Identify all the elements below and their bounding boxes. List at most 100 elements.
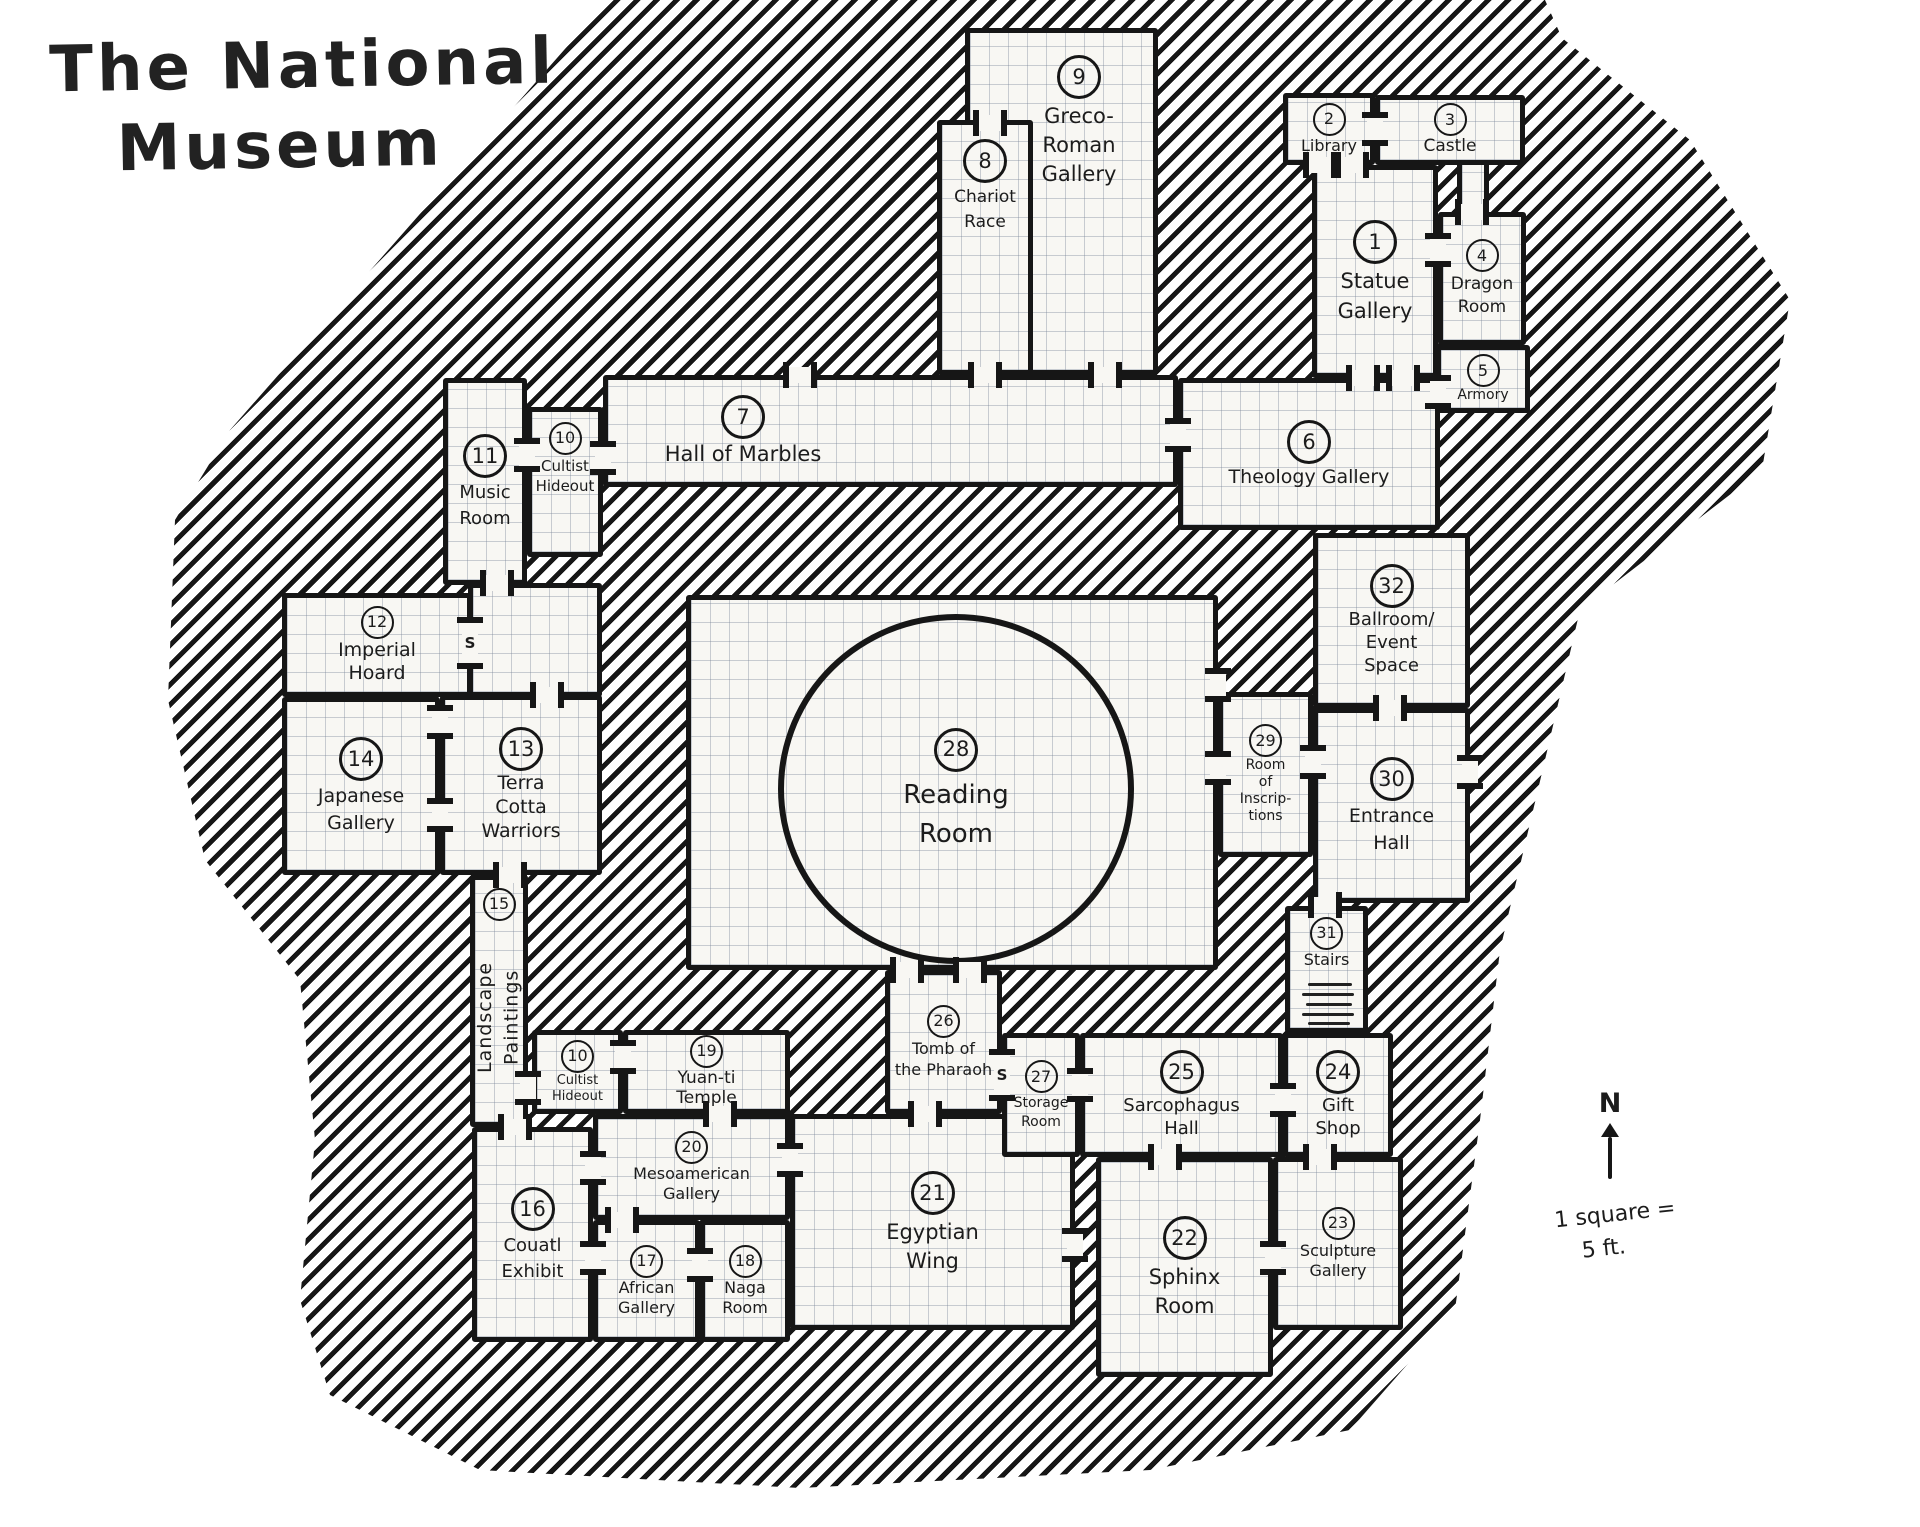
room-hall-of-marbles: 7 Hall of Marbles [603,375,1178,487]
room-label: 24 Gift Shop [1288,1038,1388,1152]
room-theology-gallery: 6 Theology Gallery [1178,378,1440,530]
door-marker [427,705,453,739]
room-number-badge: 17 [630,1245,663,1279]
door-marker [1260,1241,1286,1275]
door-marker [1303,1144,1337,1170]
room-label: 4 Dragon Room [1443,217,1521,340]
room-number-badge: 12 [360,605,394,639]
scale-line2: 5 ft. [1580,1234,1627,1264]
stair-step-line [1308,983,1352,986]
room-number-badge: 23 [1321,1206,1355,1240]
room-number-badge: 16 [510,1186,555,1231]
door-marker [498,1114,532,1140]
door-marker [687,1248,713,1282]
map-scale-note: 1 square = 5 ft. [1553,1192,1681,1270]
room-label: 25 Sarcophagus Hall [1085,1038,1278,1152]
room-number-badge: 24 [1316,1050,1360,1095]
door-marker [1148,1144,1182,1170]
door-marker [890,957,924,983]
door-marker [1308,892,1342,918]
room-stairs: 31 Stairs [1285,906,1368,1033]
title-line1: The National [48,24,557,108]
room-of-inscriptions: 29 Room of Inscrip- tions [1218,692,1313,857]
room-number-badge: 9 [1057,55,1101,99]
door-marker [605,1207,639,1233]
room-label: 17 African Gallery [598,1225,695,1337]
room-number-badge: 32 [1369,564,1414,609]
room-japanese-gallery: 14 Japanese Gallery [282,697,440,875]
compass-north: N [1580,1088,1640,1179]
room-number-badge: 20 [675,1131,708,1165]
door-marker [1300,745,1326,779]
room-label: 13 Terra Cotta Warriors [445,700,597,870]
stair-step-line [1306,1003,1352,1006]
room-label: 29 Room of Inscrip- tions [1223,697,1308,852]
reading-room-circle: 28 Reading Room [778,614,1134,964]
room-imperial-hoard: 12 Imperial Hoard [282,593,472,697]
room-number-badge: 11 [463,433,507,478]
room-ballroom-event-space: 32 Ballroom/ Event Space [1313,533,1470,708]
north-arrow-icon [1601,1123,1619,1137]
room-label: 26 Tomb of the Pharaoh [890,975,997,1109]
room-number-badge: 14 [339,737,383,782]
stair-step-line [1302,993,1354,996]
room-label: 2 Library [1288,98,1370,160]
door-marker [968,362,1002,388]
room-number-badge: 8 [963,139,1007,183]
room-library: 2 Library [1283,93,1375,165]
room-sphinx-room: 22 Sphinx Room [1096,1157,1273,1377]
room-sculpture-gallery: 23 Sculpture Gallery [1273,1157,1403,1330]
secret-door-label: S [996,1066,1008,1084]
room-number-badge: 2 [1312,102,1346,136]
door-marker [1088,362,1122,388]
door-marker [703,1101,737,1127]
room-label: 8 Chariot Race [942,125,1028,370]
room-label: 27 Storage Room [1007,1038,1075,1152]
room-number-badge: 31 [1310,917,1343,950]
room-dragon-room: 4 Dragon Room [1438,212,1526,345]
room-number-badge: 13 [499,727,543,772]
door-marker [480,570,514,596]
door-marker [1205,751,1231,785]
page-title: The National Museum [49,22,559,191]
door-marker [908,1101,942,1127]
secret-door-label: S [464,634,476,652]
room-label: 3 Castle [1380,100,1520,160]
room-label: 20 Mesoamerican Gallery [598,1119,785,1215]
room-number-badge: 4 [1465,239,1499,273]
room-number-badge: 15 [482,888,516,921]
room-number-badge: 28 [934,727,978,772]
room-number-badge: 22 [1162,1215,1207,1260]
door-marker [610,1040,636,1074]
room-label: 11 Music Room [448,383,522,580]
room-gift-shop: 24 Gift Shop [1283,1033,1393,1157]
room-label: 21 Egyptian Wing [795,1119,1070,1325]
room-number-badge: 26 [927,1005,960,1039]
room-label: 5 Armory [1441,350,1525,408]
room-number-badge: 6 [1287,419,1331,464]
door-marker [1303,152,1337,178]
room-number-badge: 29 [1249,724,1282,758]
door-marker [1067,1068,1093,1102]
room-label: 15 Landscape Paintings [474,880,523,1122]
title-line2: Museum [116,106,445,187]
room-label: 16 Couatl Exhibit [477,1132,588,1337]
room-number-badge: 19 [690,1035,723,1068]
door-marker [493,862,527,888]
door-marker [1457,755,1483,789]
secret-door-marker: S [457,617,483,669]
room-terra-cotta-warriors: 13 Terra Cotta Warriors [440,695,602,875]
door-marker [1425,375,1451,409]
room-chariot-race: 8 Chariot Race [937,120,1033,375]
room-castle: 3 Castle [1375,95,1525,165]
room-label: 1 Statue Gallery [1317,170,1433,373]
corridor-music-to-terracotta [468,583,602,697]
room-label: 32 Ballroom/ Event Space [1318,538,1465,703]
door-marker [1373,695,1407,721]
door-marker [580,1241,606,1275]
room-mesoamerican-gallery: 20 Mesoamerican Gallery [593,1114,790,1220]
door-marker [777,1143,803,1177]
room-label: 14 Japanese Gallery [287,702,435,870]
door-marker [427,798,453,832]
